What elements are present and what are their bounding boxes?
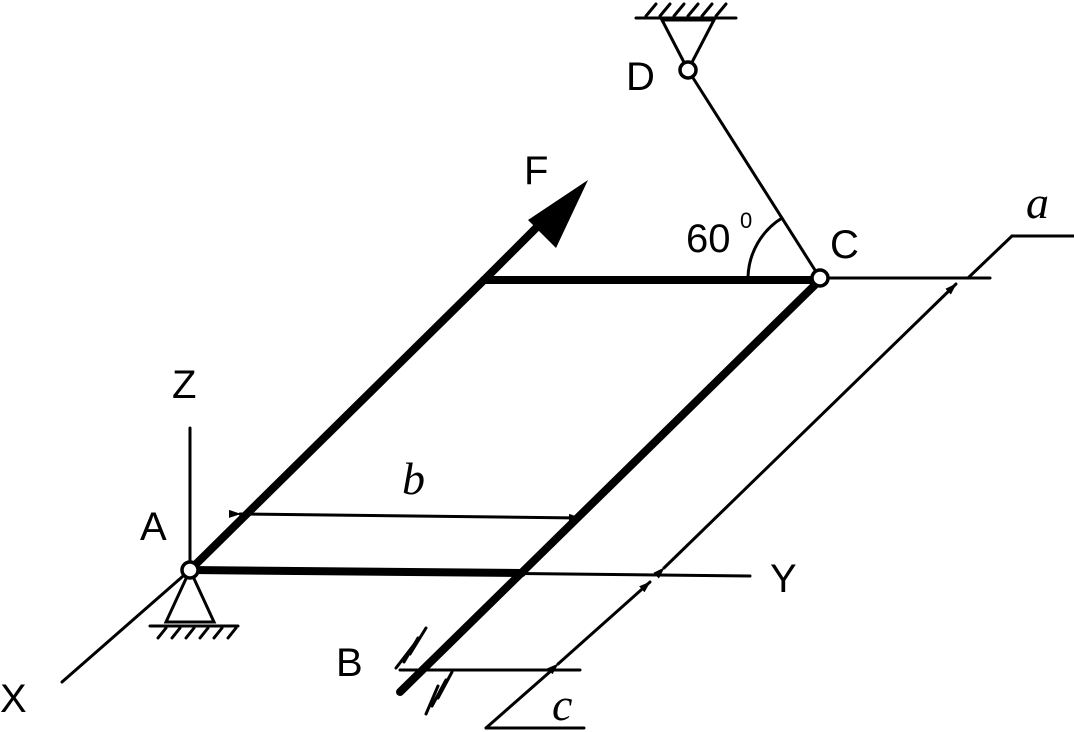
joint-d bbox=[678, 60, 698, 80]
dimension-c bbox=[398, 580, 652, 730]
label-x: X bbox=[0, 677, 27, 721]
label-dim-c: c bbox=[552, 679, 572, 730]
pin-support-d bbox=[634, 2, 738, 74]
label-y: Y bbox=[770, 557, 797, 601]
label-dim-a: a bbox=[1026, 177, 1049, 228]
label-b: B bbox=[336, 641, 363, 685]
label-f: F bbox=[524, 149, 548, 193]
label-d: D bbox=[626, 55, 655, 99]
hinge-b bbox=[394, 626, 454, 716]
plate bbox=[186, 276, 824, 696]
rod-cd bbox=[686, 68, 822, 280]
joint-a bbox=[180, 560, 200, 580]
label-angle: 60 bbox=[686, 217, 731, 261]
dimension-b bbox=[228, 509, 582, 522]
dimension-a bbox=[653, 234, 1074, 579]
x-axis bbox=[60, 568, 192, 684]
force-f-arrow bbox=[480, 180, 588, 284]
angle-arc bbox=[746, 216, 784, 279]
label-dim-b: b bbox=[402, 453, 425, 504]
label-z: Z bbox=[172, 363, 196, 407]
label-c: C bbox=[830, 223, 859, 267]
label-angle-degree: 0 bbox=[740, 208, 752, 233]
joint-c bbox=[810, 268, 830, 288]
label-a: A bbox=[140, 505, 167, 549]
pin-support-a bbox=[148, 566, 240, 640]
